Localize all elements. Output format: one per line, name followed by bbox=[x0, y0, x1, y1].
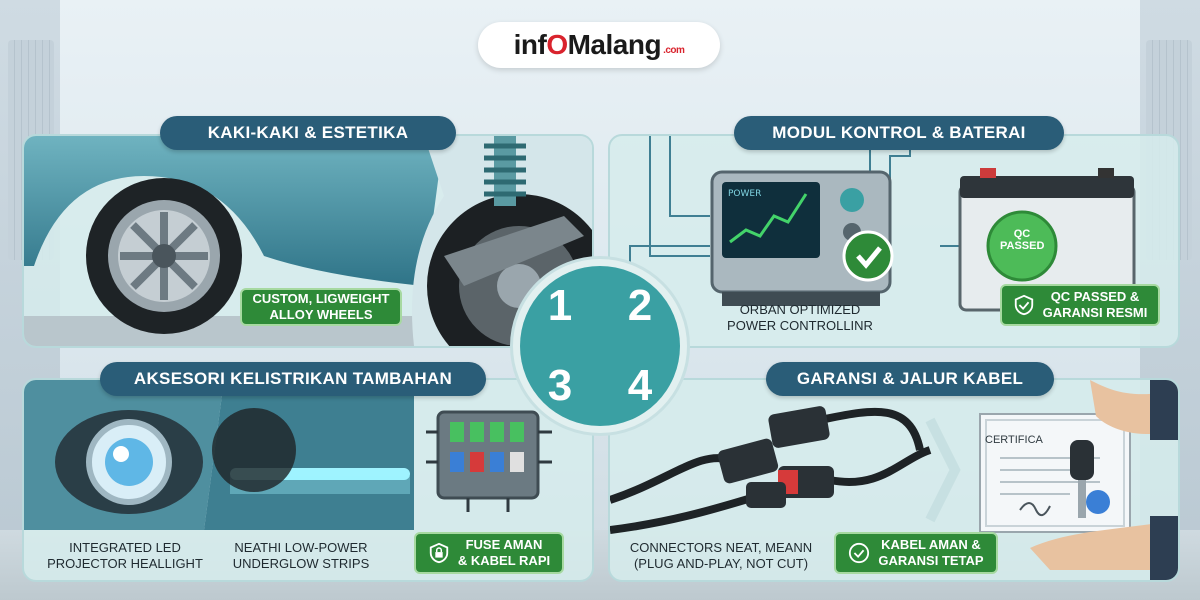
fuse-box-icon bbox=[426, 410, 552, 512]
badge-alloy-wheels: CUSTOM, LIGWEIGHT ALLOY WHEELS bbox=[240, 288, 402, 326]
badge-kabel-aman-text: KABEL AMAN & GARANSI TETAP bbox=[878, 537, 984, 568]
badge-fuse-aman: FUSE AMAN & KABEL RAPI bbox=[414, 532, 564, 574]
badge-qc-passed-text: QC PASSED & GARANSI RESMI bbox=[1042, 289, 1148, 320]
car-body-icon bbox=[24, 136, 444, 286]
badge-kabel-aman: KABEL AMAN & GARANSI TETAP bbox=[834, 532, 998, 574]
certificate-label: CERTIFICA bbox=[985, 434, 1043, 446]
warranty-cables-illustration bbox=[610, 380, 1178, 580]
logo-text-c: Malang bbox=[567, 29, 662, 60]
step-number-circle: 1 2 3 4 bbox=[510, 256, 690, 436]
badge-qc-passed: QC PASSED & GARANSI RESMI bbox=[1000, 284, 1160, 326]
electrical-accessories-illustration bbox=[24, 380, 552, 530]
shield-check-icon bbox=[1014, 294, 1033, 316]
qc-stamp-text: QC PASSED bbox=[1000, 228, 1045, 252]
qc-stamp-icon bbox=[986, 210, 1058, 282]
car-key-icon bbox=[1070, 440, 1094, 518]
logo-text-b: O bbox=[546, 29, 568, 60]
step-number-1: 1 bbox=[547, 281, 573, 330]
qc-check-icon bbox=[842, 230, 894, 282]
controller-battery-illustration: POWER bbox=[629, 136, 1136, 326]
caption-connectors: CONNECTORS NEAT, MEANN (PLUG AND-PLAY, N… bbox=[629, 540, 813, 571]
section-title-4: GARANSI & JALUR KABEL bbox=[766, 362, 1054, 396]
check-circle-icon bbox=[849, 542, 870, 564]
alloy-wheel-icon bbox=[86, 178, 242, 334]
shock-absorber-icon bbox=[484, 136, 526, 206]
section-title-3: AKSESORI KELISTRIKAN TAMBAHAN bbox=[100, 362, 486, 396]
led-projector-headlight-icon bbox=[55, 410, 203, 514]
badge-fuse-aman-text: FUSE AMAN & KABEL RAPI bbox=[457, 537, 551, 568]
section-title-2: MODUL KONTROL & BATERAI bbox=[734, 116, 1064, 150]
step-number-3: 3 bbox=[547, 361, 573, 410]
cable-connector-icon bbox=[610, 406, 932, 534]
certificate-icon bbox=[979, 413, 1131, 533]
caption-underglow: NEATHI LOW-POWER UNDERGLOW STRIPS bbox=[232, 540, 370, 571]
badge-alloy-wheels-text: CUSTOM, LIGWEIGHT ALLOY WHEELS bbox=[252, 291, 390, 322]
screen-label: POWER bbox=[728, 189, 761, 199]
logo-text-a: inf bbox=[513, 29, 547, 60]
step-number-4: 4 bbox=[627, 361, 653, 410]
hand-icon bbox=[1030, 380, 1178, 580]
caption-led-headlight: INTEGRATED LED PROJECTOR HEALLIGHT bbox=[47, 540, 203, 571]
section-title-1: KAKI-KAKI & ESTETIKA bbox=[160, 116, 456, 150]
caption-power-controller: ORBAN OPTIMIZED POWER CONTROLLINR bbox=[727, 302, 873, 333]
lock-shield-icon bbox=[429, 542, 449, 564]
logo-text-d: .com bbox=[663, 44, 685, 56]
step-number-2: 2 bbox=[627, 281, 653, 330]
